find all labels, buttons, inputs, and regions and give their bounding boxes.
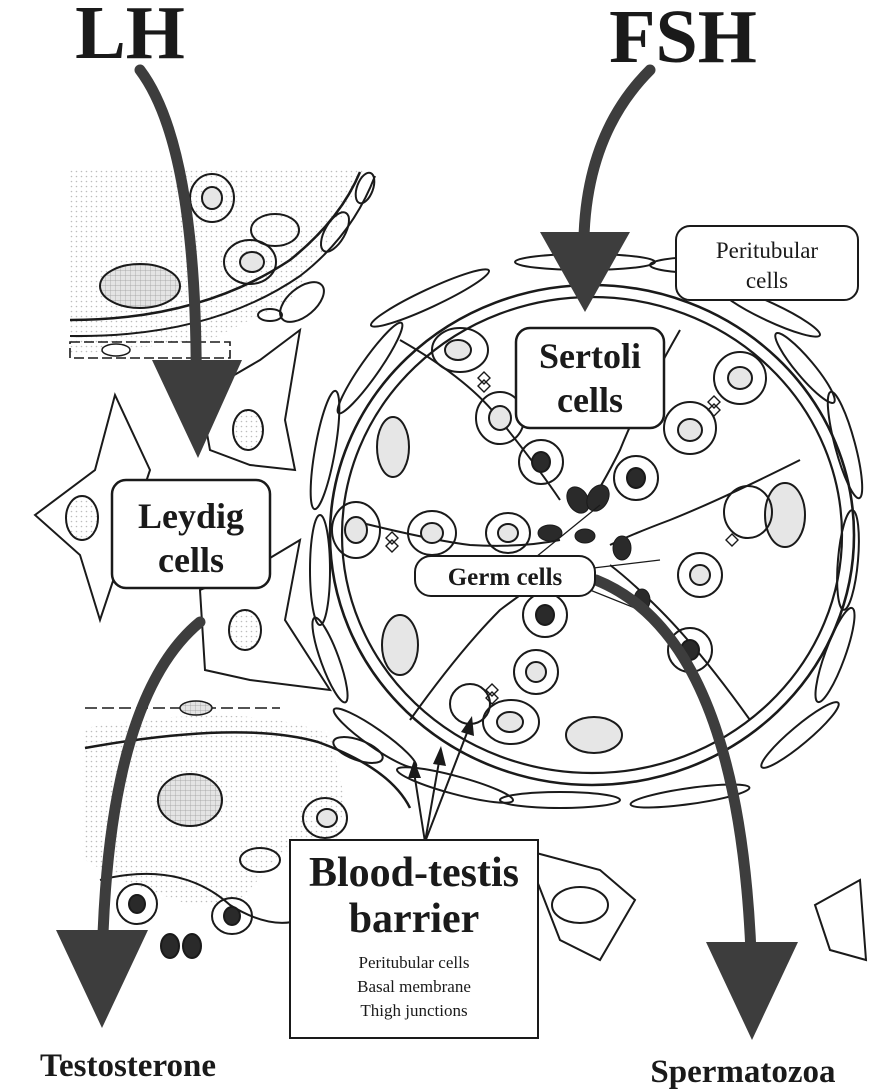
testosterone-arrowhead	[56, 930, 148, 1028]
leydig-nucleus-bottom	[229, 610, 261, 650]
peritubular-label-line2: cells	[746, 268, 788, 293]
capillary-nucleus	[102, 344, 130, 356]
barrier-title-line1: Blood-testis	[309, 850, 519, 896]
sertoli-label-line2: cells	[557, 380, 623, 420]
lower-capillary-nucleus	[180, 701, 212, 715]
barrier-item: Thigh junctions	[360, 1001, 467, 1020]
barrier-item: Basal membrane	[357, 977, 471, 996]
upper-vessel-region	[70, 170, 378, 358]
lh-arrowhead	[152, 360, 242, 458]
spermatozoa-label: Spermatozoa	[650, 1054, 835, 1090]
vessel-nucleus	[100, 264, 180, 308]
lower-vessel-nucleus	[158, 774, 222, 826]
leydig-nucleus-left	[66, 496, 98, 540]
lh-label: LH	[75, 0, 185, 75]
sertoli-label-line1: Sertoli	[539, 336, 641, 376]
leydig-nucleus-top	[233, 410, 263, 450]
testosterone-label: Testosterone	[40, 1048, 216, 1084]
barrier-title-line2: barrier	[349, 896, 480, 942]
fsh-label: FSH	[609, 0, 757, 79]
leydig-label-line2: cells	[158, 540, 224, 580]
spermatozoa-arrowhead	[706, 942, 798, 1040]
barrier-item: Peritubular cells	[359, 953, 470, 972]
peritubular-label-line1: Peritubular	[716, 238, 819, 263]
leydig-label-line1: Leydig	[138, 496, 244, 536]
germ-cells-label: Germ cells	[448, 564, 563, 591]
